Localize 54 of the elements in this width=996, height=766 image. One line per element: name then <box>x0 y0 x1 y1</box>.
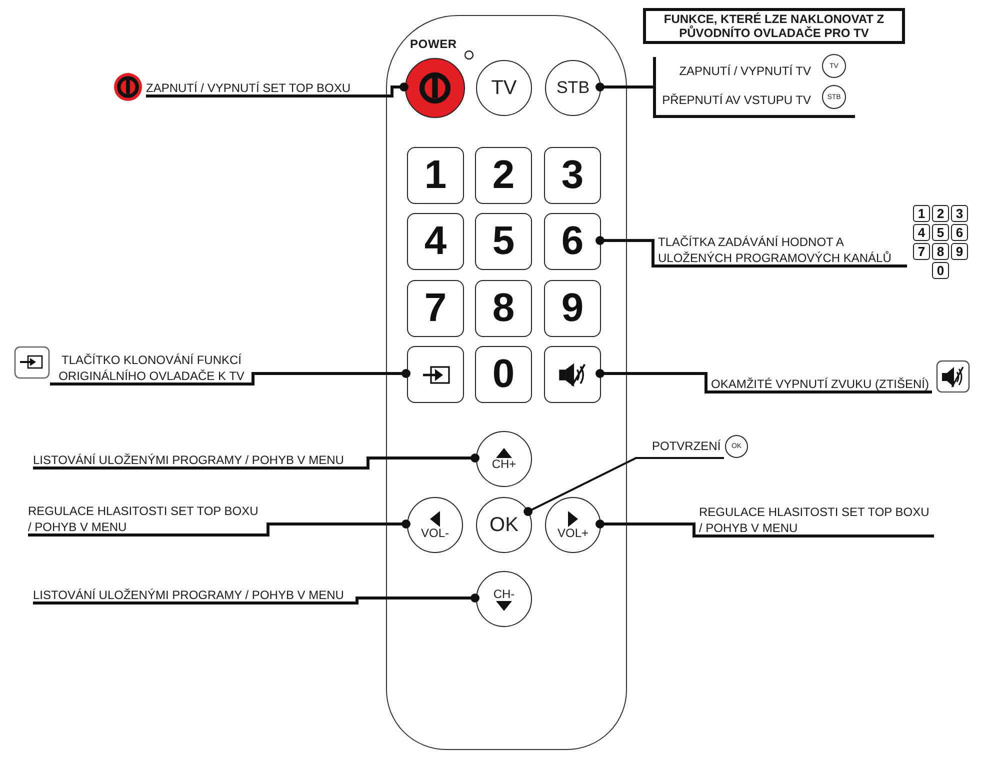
mini-key: 2 <box>932 205 949 222</box>
tv-button: TV <box>476 60 532 116</box>
ok-button: OK <box>476 497 532 553</box>
mini-key: 0 <box>932 262 949 279</box>
leader-line <box>596 369 932 394</box>
annotation-text: OKAMŽITÉ VYPNUTÍ ZVUKU (ZTIŠENÍ) <box>706 375 932 392</box>
mini-key: 3 <box>951 205 968 222</box>
mini-key: 5 <box>932 224 949 241</box>
number-key: 6 <box>544 213 601 270</box>
number-key: 4 <box>407 213 464 270</box>
mute-button <box>544 346 601 403</box>
annotation-text: LISTOVÁNÍ ULOŽENÝMI PROGRAMY / POHYB V MENU <box>33 587 357 603</box>
number-key: 5 <box>475 213 532 270</box>
number-key: 0 <box>475 346 532 403</box>
annotation-text: REGULACE HLASITOSTI SET TOP BOXU / POHYB V MENU <box>28 501 268 535</box>
annotation-text: TLAČÍTKA ZADÁVÁNÍ HODNOT A ULOŽENÝCH PROGRAMOVÝCH KANÁLŮ <box>653 232 907 266</box>
button-label: VOL+ <box>557 526 589 540</box>
number-key: 7 <box>407 280 464 337</box>
annotation-text: LISTOVÁNÍ ULOŽENÝMI PROGRAMY / POHYB V MENU <box>33 452 368 468</box>
remote-body <box>386 15 627 750</box>
annotation-text: TLAČÍTKO KLONOVÁNÍ FUNKCÍ ORIGINÁLNÍHO OVLADAČE K TV <box>50 350 253 384</box>
number-key: 3 <box>544 147 601 204</box>
annotation-text: REGULACE HLASITOSTI SET TOP BOXU / POHYB V MENU <box>694 502 934 536</box>
mini-key: 8 <box>932 243 949 260</box>
bracket-group <box>653 57 855 118</box>
leader-line <box>146 82 408 98</box>
mini-key: 9 <box>951 243 968 260</box>
number-key: 8 <box>475 280 532 337</box>
number-key: 2 <box>475 147 532 204</box>
leader-line <box>596 236 907 268</box>
mini-key: 1 <box>913 205 930 222</box>
leader-line <box>33 594 480 604</box>
annotation-text: POTVRZENÍ <box>652 437 724 454</box>
mini-key: 6 <box>951 224 968 241</box>
button-label: CH+ <box>492 458 516 470</box>
number-key: 1 <box>407 147 464 204</box>
button-label: VOL- <box>420 526 449 540</box>
leader-line <box>596 520 934 538</box>
leader-line <box>596 82 653 92</box>
number-key: 9 <box>544 280 601 337</box>
mini-key: 4 <box>913 224 930 241</box>
leader-line <box>524 457 724 516</box>
heading-box: FUNKCE, KTERÉ LZE NAKLONOVAT Z PŮVODNÍTO OVLADAČE PRO TV <box>643 8 905 44</box>
stb-button: STB <box>545 60 601 116</box>
button-label: CH- <box>493 588 515 600</box>
clone-button <box>407 346 464 403</box>
power-label: POWER <box>410 37 457 51</box>
leader-line <box>33 454 480 470</box>
annotation-text: ZAPNUTÍ / VYPNUTÍ SET TOP BOXU <box>146 79 392 96</box>
annotation-text: ZAPNUTÍ / VYPNUTÍ TV <box>679 64 811 79</box>
annotation-text: PŘEPNUTÍ AV VSTUPU TV <box>662 93 811 108</box>
leader-line <box>28 520 410 536</box>
leader-line <box>50 369 410 386</box>
mini-key: 7 <box>913 243 930 260</box>
